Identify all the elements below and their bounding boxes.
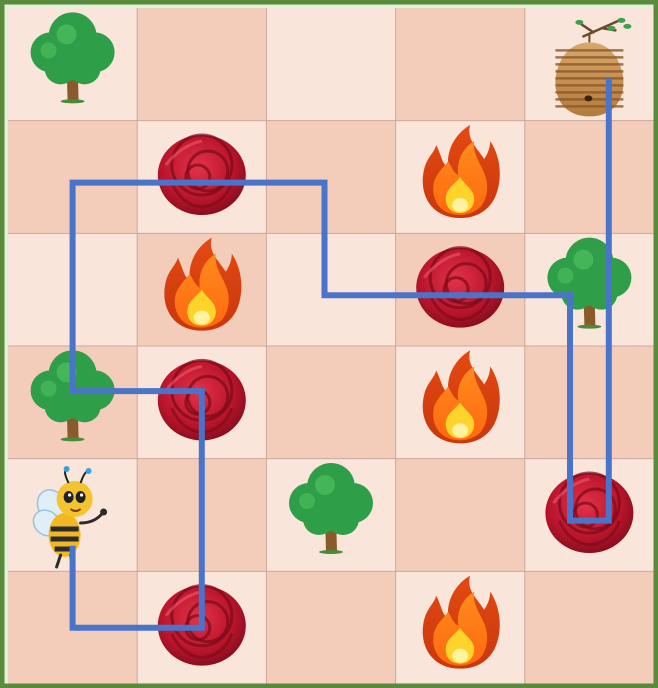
board-cell-r0-c2[interactable] <box>266 8 395 121</box>
board-cell-r0-c3[interactable] <box>396 8 525 121</box>
board-cell-r2-c2[interactable] <box>266 233 395 346</box>
board-cell-r0-c1[interactable] <box>137 8 266 121</box>
board-cell-r1-c2[interactable] <box>266 121 395 234</box>
board-cell-r5-c2[interactable] <box>266 571 395 684</box>
board-cell-r5-c4[interactable] <box>525 571 654 684</box>
board-cell-r1-c4[interactable] <box>525 121 654 234</box>
board-cell-r4-c3[interactable] <box>396 459 525 572</box>
board-cell-r3-c2[interactable] <box>266 346 395 459</box>
rose-icon <box>545 473 633 553</box>
board-cell-r3-c4[interactable] <box>525 346 654 459</box>
rose-icon <box>158 135 246 215</box>
rose-icon <box>416 248 504 328</box>
